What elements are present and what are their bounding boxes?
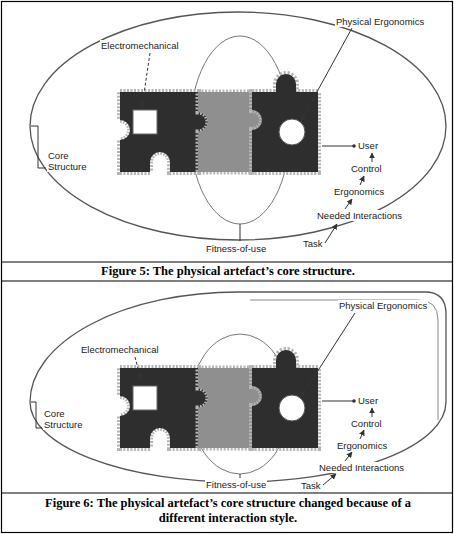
part-label: Needed Interactions <box>316 210 403 221</box>
core-outline <box>30 292 446 482</box>
part-label: Electromechanical <box>100 40 180 51</box>
part-label: Task <box>302 238 324 249</box>
part-label: Control <box>350 418 383 429</box>
core-ellipse <box>30 12 446 240</box>
part-label: Fitness-of-use <box>205 479 267 490</box>
part-label: Ergonomics <box>333 186 385 197</box>
part-label: Control <box>350 163 383 174</box>
part-label: Core Structure <box>43 408 85 430</box>
part-label: Needed Interactions <box>318 462 405 473</box>
part-label: Fitness-of-use <box>205 243 267 254</box>
figure-caption: Figure 5: The physical artefact’s core s… <box>6 264 450 279</box>
figure-caption: Figure 6: The physical artefact’s core s… <box>20 496 436 526</box>
part-label: User <box>357 140 379 151</box>
puzzle <box>120 350 318 448</box>
leader-lines <box>31 313 372 485</box>
puzzle <box>120 74 318 172</box>
part-label: User <box>357 395 379 406</box>
part-label: Physical Ergonomics <box>335 16 425 27</box>
part-label: Ergonomics <box>336 440 388 451</box>
part-label: Physical Ergonomics <box>338 300 428 311</box>
figure-5 <box>30 12 446 243</box>
figure-6 <box>30 292 446 485</box>
part-label: Electromechanical <box>80 344 160 355</box>
part-label: Core Structure <box>47 150 89 172</box>
part-label: Task <box>300 480 322 491</box>
